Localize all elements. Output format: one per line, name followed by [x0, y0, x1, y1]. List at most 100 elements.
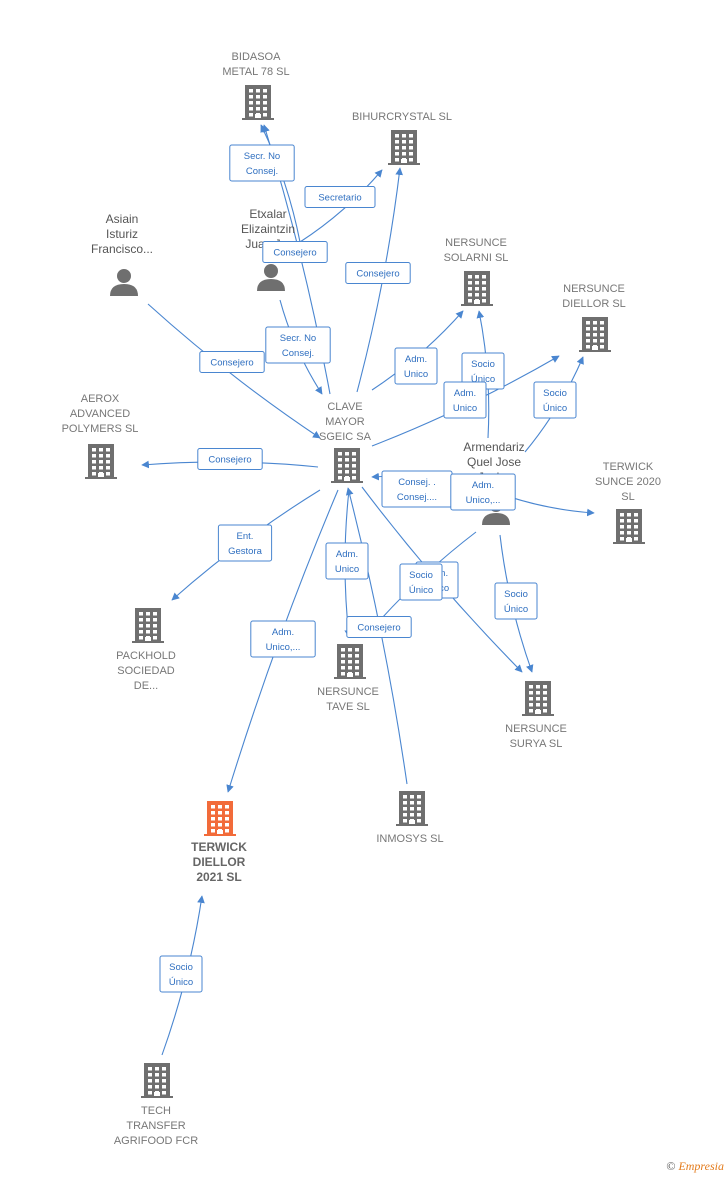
edge-label-clave-nersunce_solarni[interactable]: Adm.Unico	[394, 347, 438, 385]
building-icon[interactable]	[334, 644, 366, 679]
building-window	[341, 648, 345, 652]
building-window	[338, 452, 342, 456]
node-inmosys[interactable]: INMOSYS SL	[376, 791, 444, 845]
edge-line-etxalar-bihurcrystal	[299, 169, 383, 243]
building-icon[interactable]	[396, 791, 428, 826]
node-bihurcrystal[interactable]: BIHURCRYSTAL SL	[352, 111, 452, 165]
edge-label-clave-packhold[interactable]: Ent.Gestora	[217, 524, 273, 562]
building-window	[162, 1091, 166, 1095]
building-door	[592, 346, 598, 351]
building-base	[242, 118, 274, 120]
building-window	[162, 1079, 166, 1083]
node-label: SL	[621, 491, 634, 503]
building-window	[341, 660, 345, 664]
edge-label-armendariz-terwick_sunce[interactable]: Adm.Unico,...	[450, 473, 516, 511]
building-window	[148, 1079, 152, 1083]
building-window	[106, 448, 110, 452]
edge-label-box	[346, 616, 412, 638]
person-head	[117, 269, 131, 283]
building-window	[627, 519, 631, 523]
node-packhold[interactable]: PACKHOLDSOCIEDADDE...	[116, 608, 176, 692]
building-base	[613, 542, 645, 544]
edge-label-etxalar-bihurcrystal[interactable]: Secretario	[304, 186, 376, 208]
node-asiain[interactable]: AsiainIsturizFrancisco...	[91, 212, 153, 296]
building-window	[263, 113, 267, 117]
edge-label-clave-nersunce_diellor[interactable]: Adm.Unico	[443, 381, 487, 419]
building-icon[interactable]	[613, 509, 645, 544]
building-window	[395, 146, 399, 150]
person-icon[interactable]	[257, 264, 285, 291]
building-window	[139, 618, 143, 622]
building-window	[634, 513, 638, 517]
building-window	[162, 1085, 166, 1089]
building-icon[interactable]	[461, 271, 493, 306]
node-label: 2021 SL	[196, 870, 241, 884]
building-window	[155, 1079, 159, 1083]
building-window	[586, 333, 590, 337]
building-window	[211, 823, 215, 827]
node-label: POLYMERS SL	[62, 423, 139, 435]
building-window	[620, 525, 624, 529]
brand-name[interactable]: Empresia	[678, 1159, 724, 1173]
edge-label-box	[197, 448, 263, 470]
building-window	[409, 140, 413, 144]
building-window	[338, 464, 342, 468]
building-window	[409, 134, 413, 138]
edge-label-clave-aerox[interactable]: Consejero	[197, 448, 263, 470]
edge-label-clave-bihurcrystal[interactable]: Consejero	[345, 262, 411, 284]
edge-label-clave-nersunce_tave[interactable]: Adm.Unico	[325, 542, 369, 580]
building-icon[interactable]	[141, 1063, 173, 1098]
edge-label-text: Consej.	[246, 166, 278, 177]
person-body	[482, 513, 510, 525]
edge-label-clave-terwick_diellor[interactable]: Adm.Unico,...	[250, 620, 316, 658]
edge-label-armendariz-clave[interactable]: Consej. .Consej....	[381, 470, 453, 508]
building-icon[interactable]	[579, 317, 611, 352]
node-label: Francisco...	[91, 242, 153, 256]
building-window	[403, 795, 407, 799]
building-icon[interactable]	[388, 130, 420, 165]
edge-label-armendariz-nersunce_tave[interactable]: Consejero	[346, 616, 412, 638]
building-window	[218, 817, 222, 821]
building-window	[211, 805, 215, 809]
edge-label-box	[399, 563, 443, 601]
building-window	[148, 1067, 152, 1071]
person-icon[interactable]	[110, 269, 138, 296]
building-icon[interactable]	[204, 801, 236, 836]
edge-label-asiain-clave[interactable]: Consejero	[199, 351, 265, 373]
edge-label-box	[345, 262, 411, 284]
building-icon[interactable]	[132, 608, 164, 643]
building-icon[interactable]	[242, 85, 274, 120]
edge-label-text: Consej. .	[398, 477, 436, 488]
edge-label-etxalar-bidasoa[interactable]: Consejero	[262, 241, 328, 263]
building-window	[225, 811, 229, 815]
edge-labels-layer: Secr. NoConsej.ConsejeroSecretarioConsej…	[159, 144, 577, 993]
building-window	[211, 817, 215, 821]
node-label: TERWICK	[191, 840, 247, 854]
node-label: MAYOR	[325, 416, 365, 428]
building-icon[interactable]	[522, 681, 554, 716]
building-window	[338, 470, 342, 474]
edge-label-box	[494, 582, 538, 620]
node-label: AEROX	[81, 393, 120, 405]
building-icon[interactable]	[331, 448, 363, 483]
building-window	[417, 813, 421, 817]
building-window	[348, 666, 352, 670]
building-icon[interactable]	[85, 444, 117, 479]
building-window	[345, 470, 349, 474]
